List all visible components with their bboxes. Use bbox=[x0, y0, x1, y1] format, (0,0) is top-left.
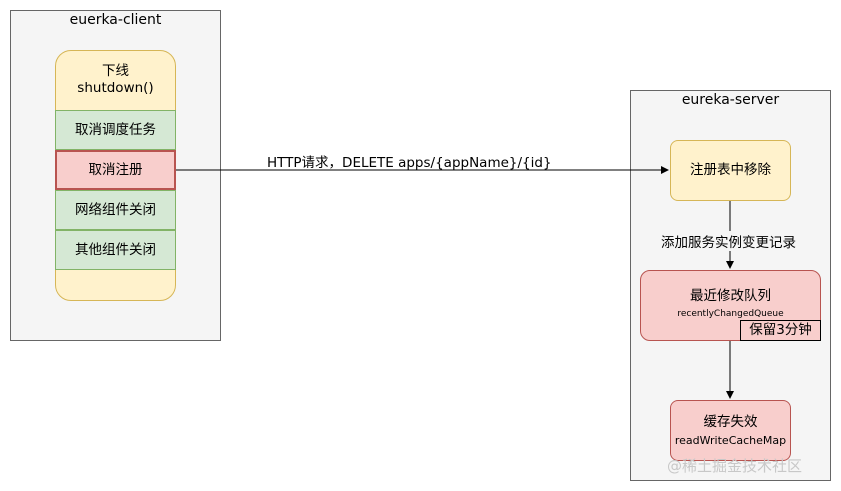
server-title: eureka-server bbox=[681, 92, 780, 108]
step-other-shutdown-label: 其他组件关闭 bbox=[75, 241, 156, 258]
queue-title: 最近修改队列 bbox=[690, 288, 771, 304]
queue-retention-badge: 保留3分钟 bbox=[740, 320, 821, 341]
registry-remove-label: 注册表中移除 bbox=[690, 162, 771, 178]
queue-text: 最近修改队列 recentlyChangedQueue bbox=[640, 284, 821, 324]
step-cancel-scheduler: 取消调度任务 bbox=[55, 110, 176, 150]
record-change-text: 添加服务实例变更记录 bbox=[661, 235, 796, 251]
queue-name: recentlyChangedQueue bbox=[677, 309, 784, 319]
queue-retention-label: 保留3分钟 bbox=[749, 322, 812, 338]
step-other-shutdown: 其他组件关闭 bbox=[55, 230, 176, 270]
cache-invalidate-box: 缓存失效 readWriteCacheMap bbox=[670, 400, 791, 461]
step-network-shutdown: 网络组件关闭 bbox=[55, 190, 176, 230]
registry-remove-box: 注册表中移除 bbox=[670, 140, 791, 201]
cache-name: readWriteCacheMap bbox=[674, 433, 787, 447]
step-network-shutdown-label: 网络组件关闭 bbox=[75, 201, 156, 218]
shutdown-header: 下线 shutdown() bbox=[55, 58, 176, 102]
step-cancel-registration: 取消注册 bbox=[55, 150, 176, 190]
watermark: @稀土掘金技术社区 bbox=[667, 457, 803, 475]
record-change-label: 添加服务实例变更记录 bbox=[660, 231, 797, 251]
client-title: euerka-client bbox=[69, 12, 162, 28]
step-cancel-registration-label: 取消注册 bbox=[88, 161, 143, 178]
shutdown-method: shutdown() bbox=[77, 80, 154, 96]
http-request-label: HTTP请求，DELETE apps/{appName}/{id} bbox=[267, 155, 552, 171]
shutdown-label: 下线 bbox=[102, 63, 129, 79]
cache-title: 缓存失效 bbox=[703, 413, 758, 430]
step-cancel-scheduler-label: 取消调度任务 bbox=[75, 121, 156, 138]
